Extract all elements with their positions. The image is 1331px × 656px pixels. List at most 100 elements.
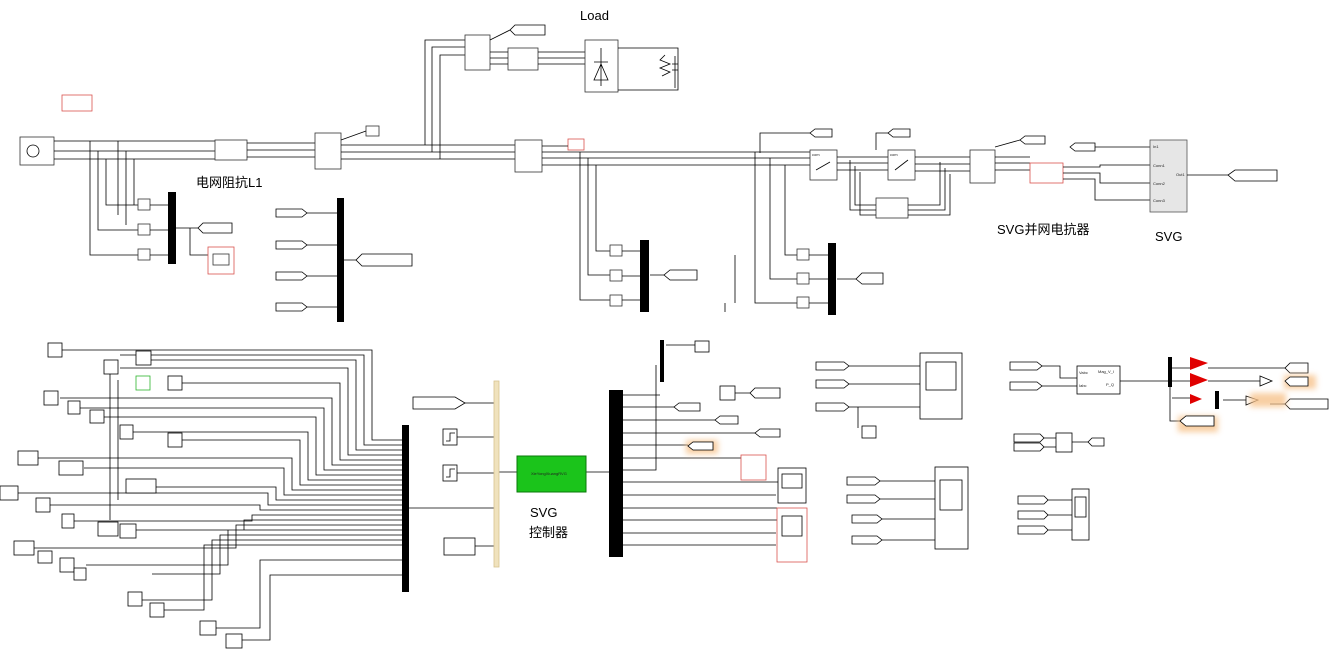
meas3-goto[interactable] [1019,135,1046,145]
load-meas-block-1[interactable] [464,34,491,71]
load-meas-block-2[interactable] [507,47,539,71]
three-phase-source-block[interactable] [19,136,55,166]
svg-controller-block[interactable] [516,455,587,493]
const-22[interactable] [127,591,143,607]
breaker-1[interactable] [809,149,838,181]
scope-red-1[interactable] [207,246,235,275]
svg-out-goto[interactable] [1227,169,1278,182]
mux-bar-2[interactable] [337,198,344,322]
from-y3[interactable] [1017,525,1049,535]
from-x1[interactable] [1013,433,1045,443]
scope-top-demux[interactable] [694,340,710,353]
from-tag-4[interactable] [275,302,308,312]
from-y2[interactable] [1017,510,1049,520]
meas-block-1[interactable] [314,132,342,170]
tan-bus[interactable] [493,380,500,568]
const-17[interactable] [119,523,137,539]
gain-tri-1[interactable] [1259,375,1274,387]
const-15[interactable] [61,513,75,529]
breaker-logic-block[interactable] [875,197,909,219]
gain-a3[interactable] [796,248,810,261]
scope-right-3[interactable] [1071,488,1090,541]
gain-c1[interactable] [137,248,151,261]
from-s3[interactable] [815,402,850,412]
scope-right-1[interactable] [919,352,963,420]
goto-d1[interactable] [749,387,781,399]
gain-c2[interactable] [609,294,623,307]
from-v[interactable] [1009,361,1043,371]
const-6[interactable] [67,400,81,415]
gain-b2[interactable] [609,269,623,282]
scope-small-1[interactable] [365,125,380,137]
goto-glow-1[interactable] [687,441,714,451]
gain-a1[interactable] [137,198,151,211]
meas-block-2[interactable] [514,139,543,173]
grid-impedance-block[interactable] [214,139,248,161]
mux-bar-4[interactable] [828,243,836,315]
meas-block-3[interactable] [969,149,996,184]
mux-bar-big[interactable] [402,425,409,592]
const-8[interactable] [119,424,134,440]
red-triangle-1[interactable] [1190,357,1208,370]
red-note-box[interactable] [61,94,93,112]
const-green[interactable] [135,375,151,391]
mux1-goto[interactable] [197,222,233,234]
from-s2[interactable] [815,379,850,389]
from-s1[interactable] [815,361,850,371]
goto-d4[interactable] [754,428,781,438]
mux-bar-power-2[interactable] [1215,391,1219,409]
from-i[interactable] [1009,381,1043,391]
mux-bar-power[interactable] [1168,357,1172,387]
from-tag-ref[interactable] [412,396,466,410]
goto-d2[interactable] [673,402,701,412]
const-5[interactable] [43,390,59,406]
from-s4[interactable] [846,476,881,486]
const-24[interactable] [199,620,217,636]
breaker-goto-2[interactable] [887,128,911,138]
gain-a2[interactable] [609,244,623,257]
scope-small-3[interactable] [861,425,877,439]
const-19[interactable] [37,550,53,564]
demux-bar-small[interactable] [660,340,664,382]
red-triangle-2[interactable] [1190,373,1208,387]
rectifier-block[interactable] [584,39,619,93]
const-3[interactable] [103,359,119,375]
const-21[interactable] [73,567,87,581]
from-x2[interactable] [1013,442,1045,452]
const-11[interactable] [58,460,84,476]
gain-b3[interactable] [796,272,810,285]
const-23[interactable] [149,602,165,618]
goto-pq[interactable] [1284,398,1329,410]
const-1[interactable] [47,342,63,358]
gain-c3[interactable] [796,296,810,309]
svg-reactor-block[interactable] [1029,162,1064,184]
from-s7[interactable] [851,535,883,545]
const-25[interactable] [225,633,243,649]
goto-mag[interactable] [1284,362,1309,374]
goto-glow-3[interactable] [1179,415,1215,427]
mux3-goto[interactable] [663,269,698,281]
power-meas-block[interactable] [1076,365,1121,395]
scope-red-2[interactable] [740,454,767,481]
scope-small-2[interactable] [567,138,585,151]
mux-bar-1[interactable] [168,192,176,264]
demux-bar-big[interactable] [609,390,623,557]
scope-right-2[interactable] [934,466,969,550]
breaker-goto-1[interactable] [809,128,833,138]
const-13[interactable] [0,485,19,501]
const-12[interactable] [125,478,157,494]
const-9[interactable] [167,432,183,448]
gain-b1[interactable] [137,223,151,236]
const-16[interactable] [97,521,119,537]
red-triangle-3[interactable] [1190,394,1202,404]
from-tag-2[interactable] [275,240,308,250]
from-s5[interactable] [846,494,881,504]
const-14[interactable] [35,497,51,513]
from-tag-1[interactable] [275,208,308,218]
load-goto-tag[interactable] [509,24,546,36]
const-18[interactable] [13,540,35,556]
const-26[interactable] [443,537,476,556]
goto-d3[interactable] [714,415,739,425]
product-block[interactable] [1055,432,1073,453]
const-20[interactable] [59,557,75,573]
